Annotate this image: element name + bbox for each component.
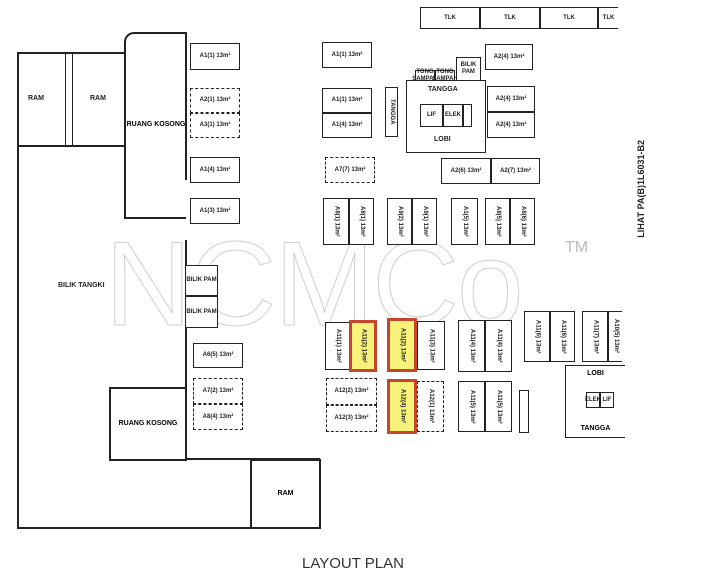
unit[interactable]: A11(4) 13m² [485, 320, 512, 372]
room-tangga-side: TANGGA [385, 87, 398, 137]
unit[interactable]: A7(7) 13m² [325, 157, 375, 183]
room-tangga-right: TANGGA [580, 424, 611, 432]
trademark: TM [565, 239, 589, 256]
room-bilik-pam-2: BILIK PAM [185, 296, 218, 328]
unit[interactable]: A8(4) 13m² [193, 404, 243, 430]
room-tlk: TLK [598, 7, 618, 29]
unit[interactable]: A11(3) 13m² [417, 321, 445, 370]
room-bilik-tangki: BILIK TANGKI [58, 282, 105, 289]
unit[interactable]: A1(1) 13m² [322, 88, 372, 113]
unit[interactable]: A11(7) 13m² [582, 311, 608, 362]
unit[interactable]: A11(1) 13m² [325, 322, 350, 370]
unit[interactable]: A7(2) 13m² [193, 378, 243, 404]
unit[interactable]: A9(2) 13m² [387, 198, 412, 245]
room-tangga-core: TANGGA [428, 86, 458, 93]
wall-line [185, 32, 187, 180]
room-ram-1: RAM [28, 95, 44, 102]
unit[interactable]: A12(2) 13m² [326, 378, 377, 405]
right-core: LOBI TANGGA [565, 365, 625, 438]
room-lif-right: LIF [600, 392, 614, 408]
unit[interactable]: A1(1) 13m² [322, 42, 372, 68]
unit[interactable]: A11(5) 13m² [458, 381, 485, 432]
plan-box [519, 390, 529, 433]
unit[interactable]: A2(4) 13m² [485, 44, 533, 70]
room-ram-2: RAM [90, 95, 106, 102]
room-ruang-kosong-bottom: RUANG KOSONG [109, 387, 187, 461]
room-elek-core: ELEK [443, 104, 463, 127]
unit[interactable]: A1(1) 13m² [190, 43, 240, 70]
unit[interactable]: A11(5) 13m² [485, 381, 512, 432]
wall-line [65, 52, 66, 146]
wall-line [185, 240, 187, 458]
unit[interactable]: A6(5) 13m² [193, 343, 243, 368]
unit[interactable]: A2(4) 13m² [487, 86, 535, 112]
unit[interactable]: A1(3) 13m² [190, 198, 240, 224]
unit[interactable]: A2(6) 13m² [441, 158, 491, 184]
unit[interactable]: A11(6) 13m² [550, 311, 575, 362]
unit[interactable]: A1(4) 13m² [190, 157, 240, 183]
unit[interactable]: A8(1) 13m² [349, 198, 374, 245]
wall-line [17, 52, 19, 528]
unit[interactable]: A12(3) 13m² [326, 405, 377, 432]
room-lif-core: LIF [420, 104, 443, 127]
plan-title: LAYOUT PLAN [302, 555, 404, 572]
wall-line [17, 52, 125, 54]
unit[interactable]: A1(5) 13m² [451, 198, 478, 245]
room-lobi-core: LOBI [434, 136, 451, 143]
room-bilik-pam-1: BILIK PAM [185, 265, 218, 296]
room-ruang-kosong-top: RUANG KOSONG [124, 32, 186, 219]
unit[interactable]: A8(6) 13m² [510, 198, 535, 245]
core [406, 80, 486, 153]
unit[interactable]: A8(1) 13m² [323, 198, 349, 245]
drawing-reference: LIHAT PA(B)1L6031-B2 [636, 140, 646, 238]
wall-line [17, 145, 125, 147]
unit[interactable]: A2(7) 13m² [491, 158, 540, 184]
unit[interactable]: A2(1) 13m² [190, 88, 240, 113]
unit[interactable]: A12(1) 13m² [417, 381, 444, 432]
unit-highlighted[interactable]: A11(2) 13m² [387, 318, 417, 372]
unit[interactable]: A11(6) 13m² [524, 311, 550, 362]
unit[interactable]: A2(4) 13m² [487, 112, 535, 138]
room-tlk: TLK [540, 7, 598, 29]
unit[interactable]: A8(5) 13m² [485, 198, 510, 245]
unit[interactable]: A1(4) 13m² [322, 113, 372, 138]
unit-highlighted[interactable]: A12(4) 13m² [387, 379, 417, 434]
room-tlk: TLK [480, 7, 540, 29]
room-elek-right: ELEK [585, 392, 601, 408]
room-bilik-pam-3: BILIK PAM [456, 57, 481, 81]
wall-line [17, 527, 320, 529]
room-tlk: TLK [420, 7, 480, 29]
room-lobi-right: LOBI [587, 370, 604, 377]
unit[interactable]: A3(1) 13m² [190, 113, 240, 138]
unit[interactable]: A10(5) 13m² [608, 311, 622, 362]
wall-line [72, 52, 73, 146]
room-ram-3: RAM [250, 459, 321, 529]
unit[interactable]: A11(4) 13m² [458, 320, 485, 372]
unit[interactable]: A9(1) 13m² [412, 198, 437, 245]
unit-highlighted[interactable]: A11(2) 13m² [349, 320, 377, 372]
plan-box [463, 104, 472, 127]
